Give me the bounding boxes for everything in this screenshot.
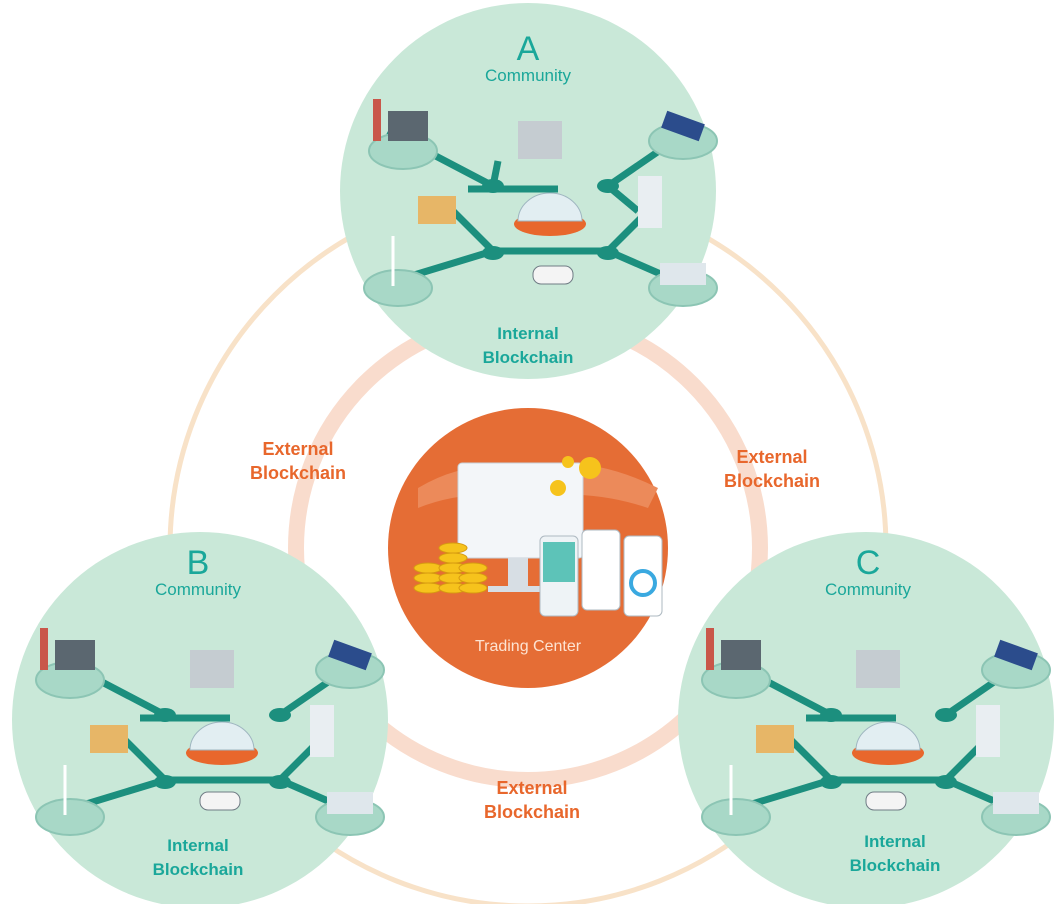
houses-icon [418,196,456,224]
trading-center [388,408,668,688]
community-b-label: Community [155,580,241,599]
control-dome-icon [514,192,586,236]
community-c [678,532,1054,904]
office-tower-icon [976,705,1000,757]
electric-car-icon [865,791,907,811]
control-dome-icon [186,721,258,765]
power-plant-icon [856,650,900,688]
wind-turbine-icon [35,798,105,836]
community-b-internal-blockchain: Internal Blockchain [152,836,244,879]
houses-icon [756,725,794,753]
control-dome-icon [852,721,924,765]
community-c-internal-blockchain: Internal Blockchain [849,832,941,875]
smartphone-icon [539,529,663,617]
floating-coin-icon [550,456,601,496]
external-blockchain-right: External Blockchain [723,447,821,491]
external-blockchain-left: External Blockchain [249,439,347,483]
community-a-label: Community [485,66,571,85]
electric-car-icon [532,265,574,285]
wind-turbine-icon [701,798,771,836]
trading-center-label: Trading Center [474,638,582,655]
wind-turbine-icon [363,269,433,307]
community-b [12,532,388,904]
community-a-letter: A [516,30,540,68]
office-tower-icon [638,176,662,228]
community-a [340,3,718,379]
community-c-label: Community [825,580,911,599]
community-b-letter: B [186,544,210,582]
electric-car-icon [199,791,241,811]
power-plant-icon [190,650,234,688]
power-plant-icon [518,121,562,159]
external-blockchain-bottom: External Blockchain [483,778,581,822]
office-tower-icon [310,705,334,757]
community-c-letter: C [855,544,881,582]
community-a-internal-blockchain: Internal Blockchain [482,324,574,367]
coin-stack-icon [413,542,488,594]
houses-icon [90,725,128,753]
